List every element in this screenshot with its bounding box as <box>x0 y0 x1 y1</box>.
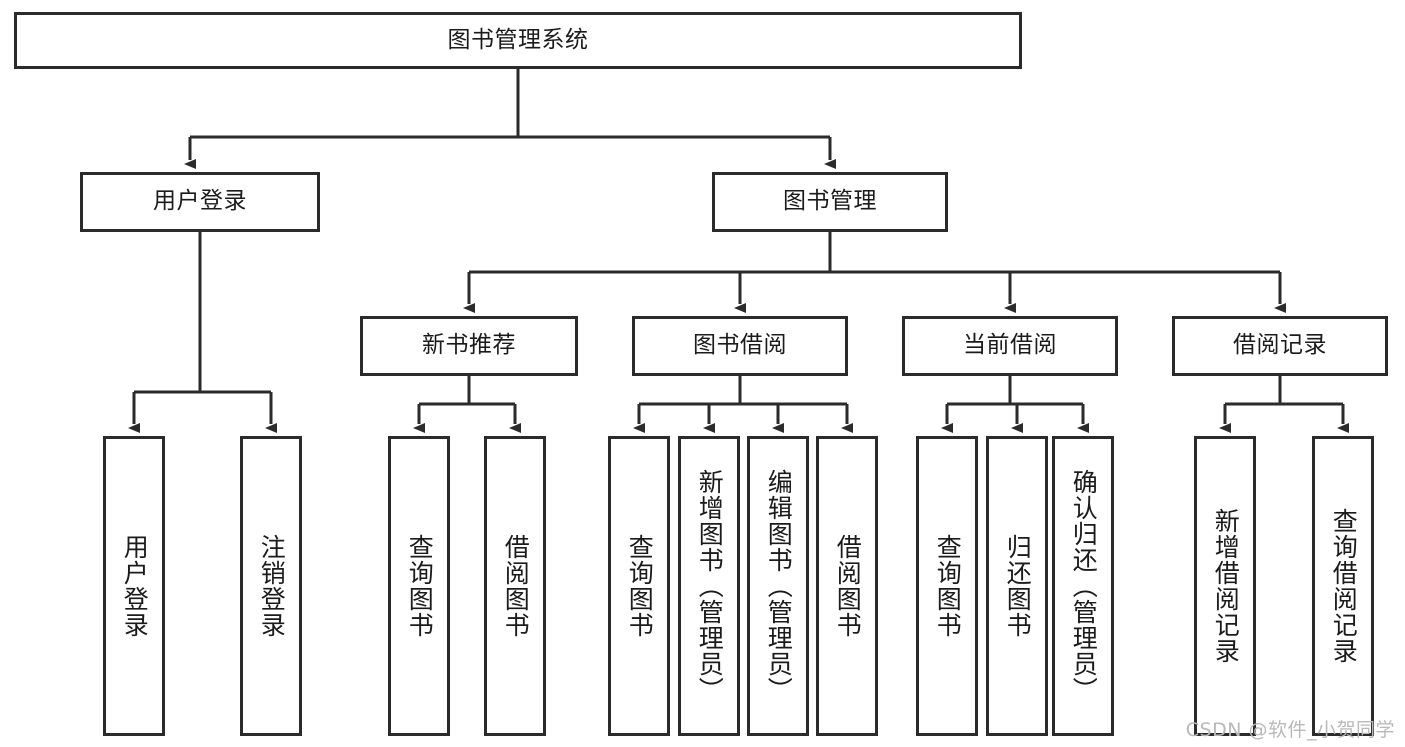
node-leaf-edit-book-admin-label: 编辑图书（管理员） <box>764 469 794 703</box>
node-new-book-recommend-label: 新书推荐 <box>422 332 516 359</box>
node-new-book-recommend[interactable]: 新书推荐 <box>360 316 578 376</box>
node-user-login-label: 用户登录 <box>153 188 247 215</box>
node-leaf-borrow-book-recommend-label: 借阅图书 <box>501 534 531 638</box>
node-book-manage-label: 图书管理 <box>783 188 877 215</box>
node-leaf-query-book-current[interactable]: 查询图书 <box>916 436 978 736</box>
node-leaf-borrow-book-label: 借阅图书 <box>833 534 863 638</box>
node-leaf-query-book-current-label: 查询图书 <box>933 534 963 638</box>
node-leaf-logout-label: 注销登录 <box>257 534 287 638</box>
node-leaf-query-book-borrow[interactable]: 查询图书 <box>608 436 670 736</box>
node-leaf-edit-book-admin[interactable]: 编辑图书（管理员） <box>747 436 809 736</box>
node-leaf-user-login-label: 用户登录 <box>120 534 150 638</box>
watermark: CSDN @软件_小贺同学 <box>1185 719 1395 741</box>
node-leaf-add-borrow-record[interactable]: 新增借阅记录 <box>1194 436 1256 736</box>
node-book-borrow-label: 图书借阅 <box>693 332 787 359</box>
node-root-label: 图书管理系统 <box>447 26 589 53</box>
node-leaf-query-book-recommend-label: 查询图书 <box>405 534 435 638</box>
node-root[interactable]: 图书管理系统 <box>14 12 1022 69</box>
node-leaf-logout[interactable]: 注销登录 <box>240 436 302 736</box>
node-leaf-borrow-book-recommend[interactable]: 借阅图书 <box>484 436 546 736</box>
node-leaf-add-borrow-record-label: 新增借阅记录 <box>1211 508 1241 664</box>
node-borrow-record[interactable]: 借阅记录 <box>1172 316 1388 376</box>
node-leaf-query-book-borrow-label: 查询图书 <box>625 534 655 638</box>
node-book-manage[interactable]: 图书管理 <box>712 172 948 232</box>
node-leaf-query-borrow-record[interactable]: 查询借阅记录 <box>1312 436 1374 736</box>
node-leaf-borrow-book[interactable]: 借阅图书 <box>816 436 878 736</box>
node-leaf-confirm-return-admin[interactable]: 确认归还（管理员） <box>1052 436 1114 736</box>
node-leaf-return-book-label: 归还图书 <box>1003 534 1033 638</box>
node-book-borrow[interactable]: 图书借阅 <box>632 316 848 376</box>
node-leaf-confirm-return-admin-label: 确认归还（管理员） <box>1069 469 1099 703</box>
node-leaf-query-borrow-record-label: 查询借阅记录 <box>1329 508 1359 664</box>
node-current-borrow-label: 当前借阅 <box>963 332 1057 359</box>
node-leaf-user-login[interactable]: 用户登录 <box>103 436 165 736</box>
node-leaf-add-book-admin[interactable]: 新增图书（管理员） <box>678 436 740 736</box>
node-leaf-add-book-admin-label: 新增图书（管理员） <box>695 469 725 703</box>
node-user-login[interactable]: 用户登录 <box>80 172 320 232</box>
node-borrow-record-label: 借阅记录 <box>1233 332 1327 359</box>
node-leaf-query-book-recommend[interactable]: 查询图书 <box>388 436 450 736</box>
node-leaf-return-book[interactable]: 归还图书 <box>986 436 1048 736</box>
node-current-borrow[interactable]: 当前借阅 <box>902 316 1118 376</box>
